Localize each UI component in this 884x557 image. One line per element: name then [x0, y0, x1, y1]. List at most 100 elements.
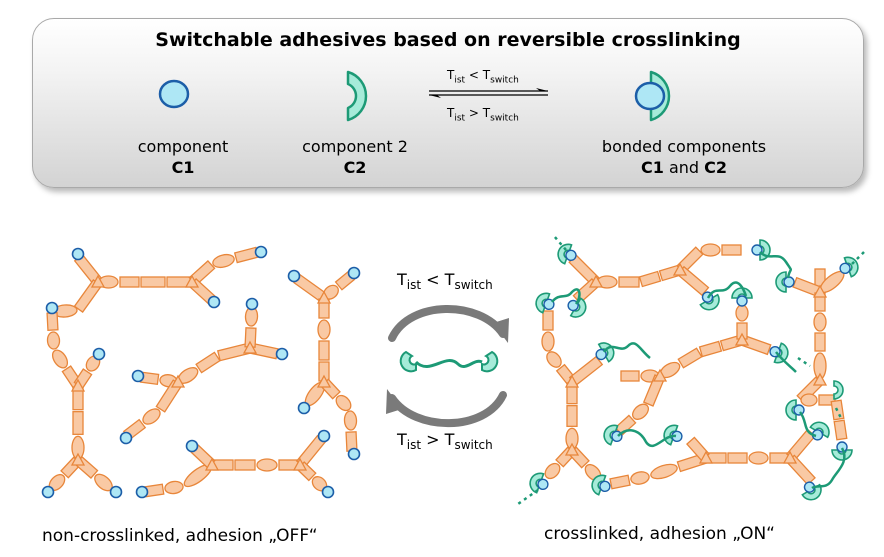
branch-node — [564, 374, 580, 388]
component2-icon — [346, 70, 368, 122]
crosslinker-chain — [798, 411, 817, 438]
branch-node — [564, 442, 580, 456]
crosslinker-chain — [706, 281, 748, 299]
c1-end-group — [254, 245, 268, 259]
equilibrium-arrows-icon — [429, 88, 548, 98]
c1-end-group — [92, 347, 106, 361]
c2-end-group — [833, 380, 844, 400]
chain-segment — [164, 480, 184, 495]
chain-segment — [566, 405, 578, 427]
chain-segment — [818, 394, 836, 406]
chain-segment — [119, 276, 140, 288]
cycle-top-label: Tist < Tswitch — [397, 270, 493, 293]
bonded-end-group — [839, 256, 859, 278]
chain-segment — [813, 312, 827, 332]
chain-segment — [650, 463, 678, 480]
crosslinked-network — [517, 235, 865, 506]
branch-node — [734, 332, 750, 346]
crosslinker-chain — [759, 251, 792, 279]
chain-segment — [140, 276, 166, 288]
chain-segment — [72, 411, 84, 435]
branch-node — [184, 274, 200, 288]
chain-segment — [735, 304, 749, 322]
bonded-end-group — [535, 292, 555, 314]
bonded-components-label: bonded components C1 and C2 — [601, 137, 767, 177]
crosslinker-chain — [617, 429, 677, 448]
bonded-end-group — [775, 271, 795, 293]
chain-segment — [46, 331, 61, 350]
chain-segment — [727, 452, 748, 464]
left-caption: non-crosslinked, adhesion „OFF“ — [42, 526, 318, 546]
branch-node — [812, 284, 828, 298]
continuation-dots — [553, 235, 567, 251]
c1-end-group — [41, 485, 55, 499]
branch-node — [652, 368, 668, 382]
chain-segment — [233, 246, 260, 264]
component1-label: component C1 — [137, 137, 229, 177]
chain-segment — [618, 276, 640, 288]
chain-segment — [46, 312, 59, 331]
chain-segment — [318, 340, 330, 361]
chain-segment — [234, 459, 256, 471]
chain-segment — [317, 319, 331, 340]
c1-end-group — [207, 295, 221, 309]
chain-segment — [51, 349, 69, 369]
c1-end-group — [287, 269, 301, 283]
chain-segment — [700, 243, 721, 257]
bonded-end-group — [801, 481, 822, 501]
crosslinker-icon — [399, 350, 499, 373]
c1-end-group — [347, 447, 361, 461]
chain-segment — [142, 408, 161, 425]
c1-end-group — [275, 347, 289, 361]
chain-segment — [833, 419, 848, 441]
cycle-bottom-label: Tist > Tswitch — [397, 430, 493, 453]
bonded-end-group — [731, 287, 753, 307]
branch-node — [292, 457, 308, 471]
c1-end-group — [317, 429, 331, 443]
chain-segment — [544, 462, 561, 480]
continuation-dots — [834, 407, 844, 421]
branch-node — [698, 450, 714, 464]
chain-segment — [721, 244, 742, 256]
chain-segment — [630, 471, 650, 485]
chain-segment — [541, 331, 555, 352]
c1-end-group — [135, 485, 149, 499]
c1-end-group — [109, 485, 123, 499]
chain-segment — [609, 474, 631, 490]
c1-end-group — [185, 439, 199, 453]
bonded-end-group — [557, 243, 577, 265]
chain-segment — [335, 394, 352, 412]
non-crosslinked-network — [41, 245, 361, 499]
branch-node — [170, 374, 186, 388]
branch-node — [90, 274, 106, 288]
branch-node — [316, 374, 332, 388]
bonded-components-icon — [634, 70, 671, 122]
crosslinker-chain — [811, 447, 846, 490]
chain-segment — [814, 332, 826, 352]
chain-segment — [638, 270, 662, 288]
chain-segment — [677, 347, 703, 369]
chain-segment — [343, 410, 358, 431]
bonded-end-group — [809, 421, 830, 441]
chain-segment — [195, 351, 221, 374]
continuation-dots — [851, 251, 865, 265]
branch-node — [672, 262, 688, 276]
legend-title: Switchable adhesives based on reversible… — [155, 29, 741, 51]
c1-end-group — [45, 301, 59, 315]
chain-segment — [631, 403, 650, 420]
continuation-dots — [797, 356, 811, 368]
branch-node — [812, 372, 828, 386]
bonded-end-group — [785, 399, 805, 421]
chain-segment — [546, 351, 562, 368]
cycle-arrows-icon — [386, 305, 509, 428]
branch-node — [204, 457, 220, 471]
branch-node — [316, 290, 332, 304]
branch-node — [782, 450, 798, 464]
crosslinker-chain — [602, 342, 651, 359]
bonded-end-group — [529, 472, 549, 494]
chain-segment — [800, 393, 818, 407]
c1-end-group — [297, 401, 311, 415]
chain-segment — [748, 451, 769, 465]
c1-end-group — [119, 431, 133, 445]
